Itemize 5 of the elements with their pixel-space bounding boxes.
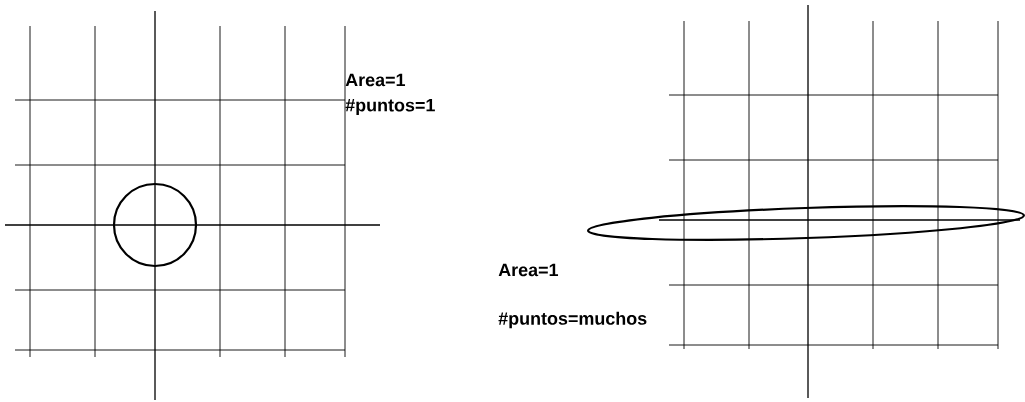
circle (112, 182, 198, 268)
math-label: #puntos=muchos (498, 311, 647, 329)
math-label: #puntos=1 (345, 98, 435, 116)
math-label: Area=1 (498, 263, 559, 277)
math-label: Area=1 (345, 73, 406, 87)
